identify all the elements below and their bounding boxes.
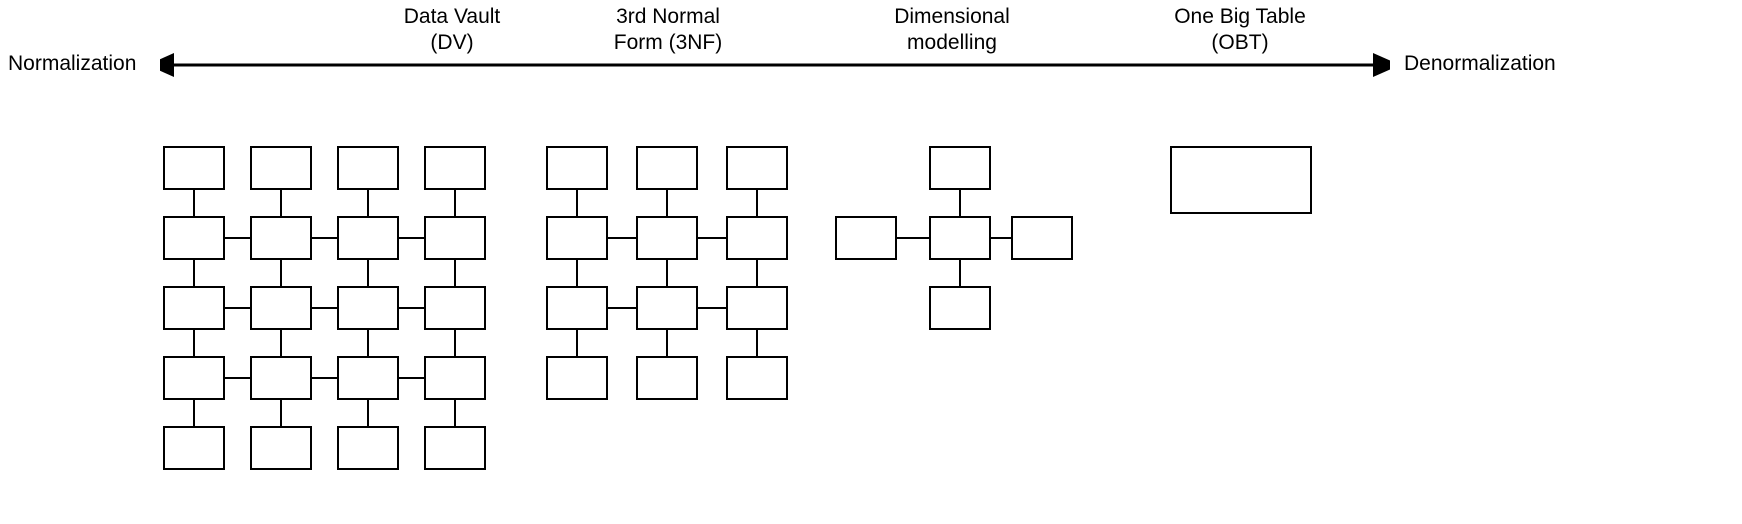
data-vault-node-r3-c4: [424, 286, 486, 330]
data-vault-edge-v-r3-c1: [193, 330, 195, 356]
data-vault-node-r4-c4: [424, 356, 486, 400]
data-vault-edge-h-r4-c2: [312, 377, 337, 379]
axis-label-normalization: Normalization: [8, 52, 137, 75]
data-vault-node-r3-c3: [337, 286, 399, 330]
data-vault-node-r2-c4: [424, 216, 486, 260]
dimensional-edge-left: [897, 237, 929, 239]
data-vault-edge-h-r3-c3: [399, 307, 424, 309]
third-normal-form-node-r4-c2: [636, 356, 698, 400]
data-vault-edge-v-r1-c3: [367, 190, 369, 216]
data-vault-edge-h-r4-c1: [225, 377, 250, 379]
dimensional-satellite-right: [1011, 216, 1073, 260]
data-vault-node-r2-c2: [250, 216, 312, 260]
third-normal-form-node-r2-c2: [636, 216, 698, 260]
data-vault-edge-h-r3-c2: [312, 307, 337, 309]
data-vault-node-r1-c4: [424, 146, 486, 190]
data-vault-edge-v-r3-c4: [454, 330, 456, 356]
data-vault-node-r1-c1: [163, 146, 225, 190]
third-normal-form-node-r1-c2: [636, 146, 698, 190]
data-vault-edge-h-r2-c2: [312, 237, 337, 239]
third-normal-form-edge-v-r3-c2: [666, 330, 668, 356]
data-vault-edge-h-r2-c3: [399, 237, 424, 239]
third-normal-form-node-r3-c2: [636, 286, 698, 330]
third-normal-form-edge-h-r2-c2: [698, 237, 726, 239]
third-normal-form-edge-v-r1-c3: [756, 190, 758, 216]
data-vault-edge-v-r2-c3: [367, 260, 369, 286]
one-big-table-node: [1170, 146, 1312, 214]
data-vault-node-r4-c2: [250, 356, 312, 400]
third-normal-form-edge-v-r1-c1: [576, 190, 578, 216]
data-vault-node-r3-c2: [250, 286, 312, 330]
data-vault-edge-v-r4-c2: [280, 400, 282, 426]
dimensional-fact-node: [929, 216, 991, 260]
third-normal-form-node-r4-c1: [546, 356, 608, 400]
third-normal-form-node-r4-c3: [726, 356, 788, 400]
data-vault-edge-v-r4-c3: [367, 400, 369, 426]
stage-heading-3nf: 3rd Normal Form (3NF): [613, 5, 723, 54]
third-normal-form-node-r2-c3: [726, 216, 788, 260]
data-vault-node-r4-c3: [337, 356, 399, 400]
data-vault-edge-v-r3-c3: [367, 330, 369, 356]
third-normal-form-node-r2-c1: [546, 216, 608, 260]
third-normal-form-node-r3-c1: [546, 286, 608, 330]
dimensional-satellite-top: [929, 146, 991, 190]
data-vault-edge-h-r4-c3: [399, 377, 424, 379]
dimensional-edge-bottom: [959, 260, 961, 286]
data-vault-edge-v-r4-c1: [193, 400, 195, 426]
data-vault-node-r5-c1: [163, 426, 225, 470]
third-normal-form-edge-h-r3-c2: [698, 307, 726, 309]
third-normal-form-edge-v-r1-c2: [666, 190, 668, 216]
data-vault-node-r5-c2: [250, 426, 312, 470]
data-vault-node-r5-c3: [337, 426, 399, 470]
data-vault-node-r5-c4: [424, 426, 486, 470]
third-normal-form-edge-h-r3-c1: [608, 307, 636, 309]
third-normal-form-edge-v-r3-c1: [576, 330, 578, 356]
data-vault-edge-h-r3-c1: [225, 307, 250, 309]
third-normal-form-edge-v-r3-c3: [756, 330, 758, 356]
data-vault-node-r3-c1: [163, 286, 225, 330]
data-vault-edge-v-r1-c2: [280, 190, 282, 216]
data-vault-node-r4-c1: [163, 356, 225, 400]
data-vault-edge-v-r2-c4: [454, 260, 456, 286]
data-vault-edge-v-r3-c2: [280, 330, 282, 356]
third-normal-form-edge-v-r2-c3: [756, 260, 758, 286]
data-vault-node-r1-c2: [250, 146, 312, 190]
dimensional-edge-right: [991, 237, 1011, 239]
third-normal-form-node-r1-c1: [546, 146, 608, 190]
spectrum-arrow-icon: [160, 53, 1390, 77]
dimensional-satellite-left: [835, 216, 897, 260]
axis-label-denormalization: Denormalization: [1404, 52, 1556, 75]
data-vault-edge-v-r2-c2: [280, 260, 282, 286]
third-normal-form-edge-v-r2-c2: [666, 260, 668, 286]
data-vault-edge-v-r2-c1: [193, 260, 195, 286]
data-vault-node-r2-c3: [337, 216, 399, 260]
third-normal-form-edge-v-r2-c1: [576, 260, 578, 286]
data-vault-edge-v-r1-c4: [454, 190, 456, 216]
stage-heading-dv: Data Vault (DV): [403, 5, 501, 54]
third-normal-form-edge-h-r2-c1: [608, 237, 636, 239]
data-vault-node-r2-c1: [163, 216, 225, 260]
data-vault-edge-v-r1-c1: [193, 190, 195, 216]
data-vault-node-r1-c3: [337, 146, 399, 190]
third-normal-form-node-r1-c3: [726, 146, 788, 190]
stage-heading-dim: Dimensional modelling: [894, 5, 1010, 54]
third-normal-form-node-r3-c3: [726, 286, 788, 330]
dimensional-satellite-bottom: [929, 286, 991, 330]
dimensional-edge-top: [959, 190, 961, 216]
data-vault-edge-h-r2-c1: [225, 237, 250, 239]
data-vault-edge-v-r4-c4: [454, 400, 456, 426]
stage-heading-obt: One Big Table (OBT): [1174, 5, 1306, 54]
